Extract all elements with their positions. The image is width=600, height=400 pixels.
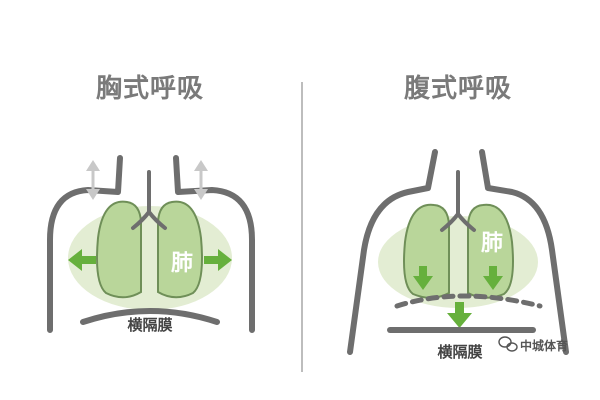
right-shoulder-updown-arrow-icon — [194, 160, 208, 200]
wechat-icon — [498, 336, 518, 352]
left-shoulder-updown-arrow-icon — [86, 160, 100, 200]
left-torso-outline-right — [173, 155, 255, 333]
left-lung-down-arrow-icon — [413, 266, 433, 290]
chest-breathing-title: 胸式呼吸 — [96, 74, 204, 104]
right-torso-outline-left — [347, 149, 438, 355]
left-arrow-icon — [68, 249, 96, 271]
right-lung-right — [467, 203, 514, 299]
left-diaphragm-curve — [80, 308, 220, 325]
abdominal-breathing-panel: 腹式呼吸 肺 横隔膜 — [347, 73, 569, 361]
right-lung-down-arrow-icon — [483, 266, 503, 290]
left-diaphragm-label: 横隔膜 — [127, 316, 172, 334]
right-torso-outline-right — [479, 149, 569, 355]
watermark-text: 中城体育 — [520, 338, 568, 353]
chest-breathing-panel: 胸式呼吸 肺 — [47, 74, 255, 334]
right-lung-label: 肺 — [481, 231, 503, 256]
abdominal-breathing-title: 腹式呼吸 — [403, 73, 512, 104]
left-lung-label: 肺 — [171, 251, 193, 276]
right-diaphragm-label: 横隔膜 — [437, 343, 482, 361]
left-lung-left — [96, 200, 142, 299]
right-lung-halo — [378, 216, 538, 308]
diaphragm-original-dashed — [394, 293, 543, 309]
right-trachea-icon — [440, 170, 476, 232]
diaphragm-down-arrow-icon — [447, 302, 472, 328]
right-lung-left — [403, 203, 450, 299]
left-lung-right — [157, 200, 203, 299]
watermark: 中城体育 — [498, 336, 568, 353]
right-arrow-icon — [204, 249, 232, 271]
left-trachea-icon — [131, 170, 167, 230]
